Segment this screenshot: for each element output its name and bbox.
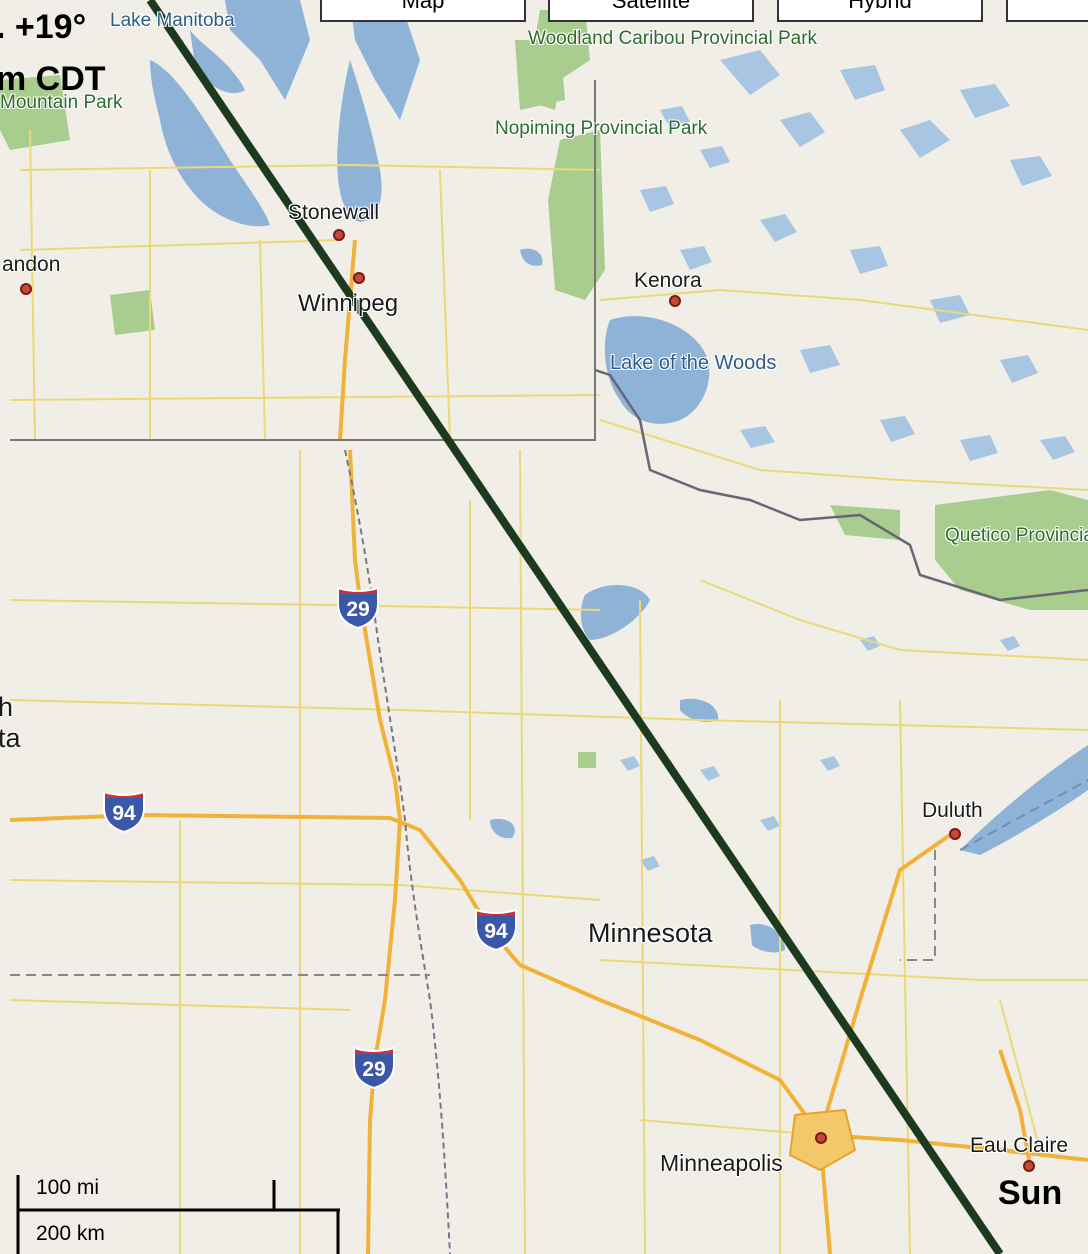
interstate-shield-i29-north: 29: [334, 586, 382, 630]
borders: [10, 80, 1088, 1254]
label-minneapolis: Minneapolis: [660, 1150, 783, 1176]
interstate-shield-i29-south: 29: [350, 1046, 398, 1090]
map-type-map-tab[interactable]: Map: [320, 0, 526, 22]
scale-miles-label: 100 mi: [36, 1176, 100, 1199]
ground-track-line: [146, 0, 1004, 1254]
marker-duluth[interactable]: [949, 828, 961, 840]
map-type-hybrid-tab[interactable]: Hybrid: [777, 0, 983, 22]
label-winnipeg: Winnipeg: [298, 290, 399, 317]
label-quetico: Quetico Provincial Pa: [945, 525, 1088, 546]
label-woodland-caribou: Woodland Caribou Provincial Park: [528, 28, 818, 49]
marker-winnipeg[interactable]: [353, 272, 365, 284]
label-kenora: Kenora: [634, 269, 702, 292]
header-line-1: . +19°: [0, 8, 87, 46]
minor-roads: [9, 129, 1088, 1254]
marker-kenora[interactable]: [669, 295, 681, 307]
marker-minneapolis[interactable]: [815, 1132, 827, 1144]
map-type-satellite-tab[interactable]: Satellite: [548, 0, 754, 22]
label-eau-claire: Eau Claire: [970, 1134, 1069, 1157]
interstate-shield-i94-center: 94: [472, 908, 520, 952]
label-riding-mountain: Mountain Park: [0, 92, 123, 113]
highways: [9, 239, 1088, 1254]
label-minnesota: Minnesota: [588, 918, 713, 948]
label-stonewall: Stonewall: [288, 201, 380, 224]
header-line-2: m CDT: [0, 60, 106, 98]
label-lake-manitoba: Lake Manitoba: [110, 10, 235, 31]
label-lake-of-the-woods: Lake of the Woods: [610, 352, 777, 374]
map-type-more-tab[interactable]: [1006, 0, 1088, 22]
marker-eau-claire[interactable]: [1023, 1160, 1035, 1172]
scale-bar-lines: [16, 1175, 340, 1254]
label-duluth: Duluth: [922, 799, 983, 822]
marker-stonewall[interactable]: [333, 229, 345, 241]
label-nopiming: Nopiming Provincial Park: [495, 118, 708, 139]
marker-brandon[interactable]: [20, 283, 32, 295]
small-lakes: [620, 50, 1075, 871]
interstate-shield-i94-west: 94: [100, 790, 148, 834]
label-sun: Sun: [998, 1174, 1063, 1212]
scale-km-label: 200 km: [36, 1222, 105, 1245]
label-north-dakota: h ta: [0, 692, 21, 754]
label-brandon: andon: [2, 253, 61, 276]
water-areas: [150, 0, 1088, 953]
park-areas: [0, 10, 1088, 768]
